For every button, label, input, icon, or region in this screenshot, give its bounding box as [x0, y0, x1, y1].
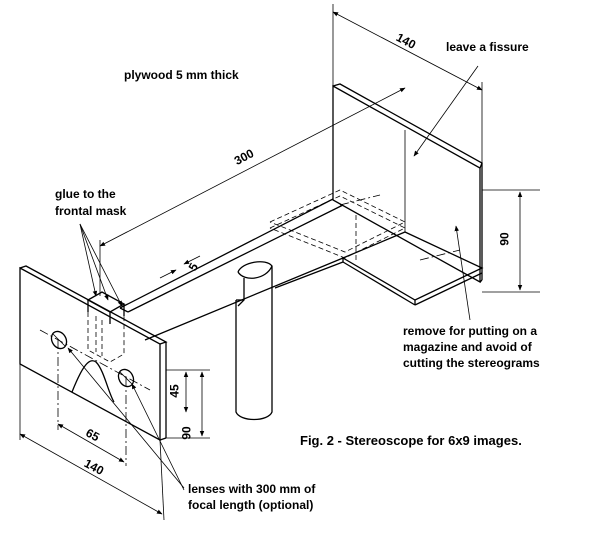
- plywood-note: plywood 5 mm thick: [124, 68, 239, 82]
- remove-note-line2: magazine and avoid of: [403, 340, 532, 354]
- remove-note-line1: remove for putting on a: [403, 324, 538, 338]
- dim-front-upper: 45: [167, 384, 182, 398]
- glue-note-line1: glue to the: [55, 187, 116, 201]
- dimension-lines: [19, 4, 540, 521]
- glue-note-line2: frontal mask: [55, 204, 127, 218]
- fissure-note: leave a fissure: [446, 40, 529, 54]
- base-rail: [119, 198, 344, 341]
- handle: [235, 261, 273, 421]
- lenses-note-line1: lenses with 300 mm of: [188, 482, 316, 496]
- dim-back-height: 90: [497, 232, 512, 246]
- hidden-card-slot: [269, 189, 461, 262]
- glue-blocks: [86, 291, 126, 363]
- figure-caption: Fig. 2 - Stereoscope for 6x9 images.: [300, 433, 522, 448]
- leader-lines: [67, 65, 479, 491]
- dim-front-height: 90: [179, 426, 194, 440]
- lenses-note-line2: focal length (optional): [188, 498, 314, 512]
- remove-note-line3: cutting the stereograms: [403, 356, 540, 370]
